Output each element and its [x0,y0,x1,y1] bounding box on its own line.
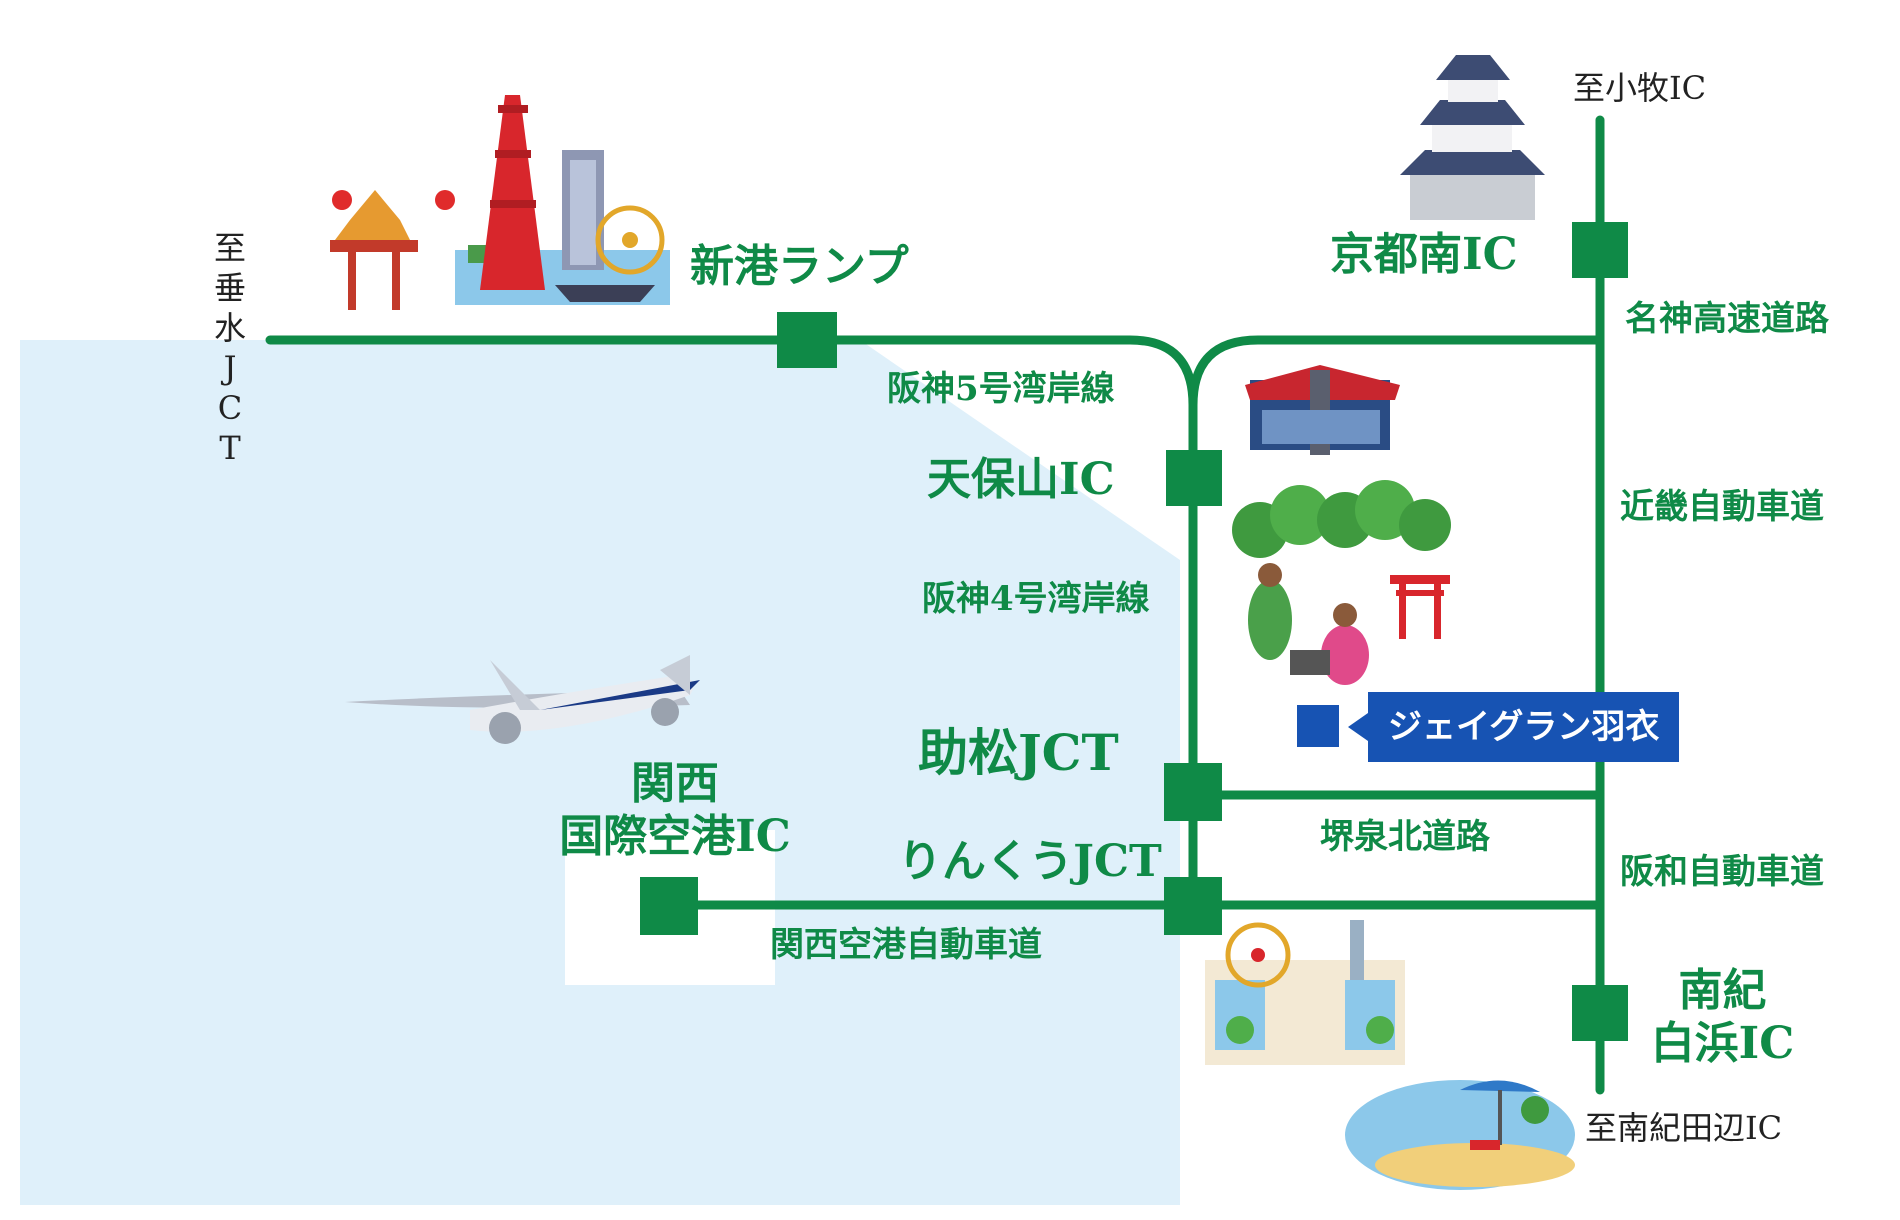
aquarium-icon [1245,365,1400,455]
beach-icon [1345,1080,1575,1190]
ic-kix-marker [640,877,698,935]
property-label: ジェイグラン羽衣 [1368,692,1680,762]
ic-shinko-label: 新港ランプ [690,241,909,292]
ic-rinku-marker [1164,877,1222,935]
ic-nanki-label-line1: 南紀 [1678,965,1767,1016]
rinku-outlet-icon [1205,920,1405,1065]
destination-tarumi: 至 垂 水 J C T [210,228,250,468]
kobe-port-icon [330,95,670,310]
destination-tarumi-char: T [219,429,241,467]
route-sakaisenboku-label: 堺泉北道路 [1320,817,1490,857]
property-pointer-icon [1348,713,1368,741]
ic-sukematsu-marker [1164,763,1222,821]
route-meishin-label: 名神高速道路 [1625,299,1829,339]
ic-tempozan-label: 天保山IC [927,454,1115,505]
interchange-markers [640,222,1628,1041]
ic-rinku-label: りんくうJCT [898,836,1162,887]
ic-kix-label: 関西 国際空港IC [530,758,820,864]
destination-tanabe: 至南紀田辺IC [1585,1109,1783,1147]
route-kinki-label: 近畿自動車道 [1620,487,1824,527]
road-kinki-west [1188,335,1605,410]
park-shrine-icon [1232,480,1451,685]
route-hanshin4-label: 阪神4号湾岸線 [922,579,1150,619]
destination-tarumi-char: 水 [213,309,246,347]
ic-tempozan-marker [1166,450,1222,506]
airplane-icon [345,655,700,744]
ic-kyotominami-label: 京都南IC [1330,229,1518,280]
property-marker [1297,705,1339,747]
destination-tarumi-char: 至 [213,229,246,267]
ic-kyotominami-marker [1572,222,1628,278]
route-hanwa-label: 阪和自動車道 [1620,852,1824,892]
destination-tarumi-char: C [217,389,243,427]
ic-kix-label-line2: 国際空港IC [559,810,791,862]
ic-nanki-marker [1572,985,1628,1041]
route-hanshin5-label: 阪神5号湾岸線 [887,369,1115,409]
ic-kix-label-line1: 関西 [631,758,719,809]
road-network [265,115,1605,1095]
destination-tarumi-char: J [223,349,237,387]
ic-sukematsu-label: 助松JCT [918,723,1119,782]
destination-tarumi-char: 垂 [213,269,246,307]
route-kanku-label: 関西空港自動車道 [770,925,1042,965]
destination-komaki: 至小牧IC [1573,69,1707,107]
ic-nanki-label: 南紀 白浜IC [1635,965,1810,1071]
ic-shinko-marker [777,312,837,368]
castle-icon [1400,55,1545,220]
ic-nanki-label-line2: 白浜IC [1650,1017,1795,1069]
